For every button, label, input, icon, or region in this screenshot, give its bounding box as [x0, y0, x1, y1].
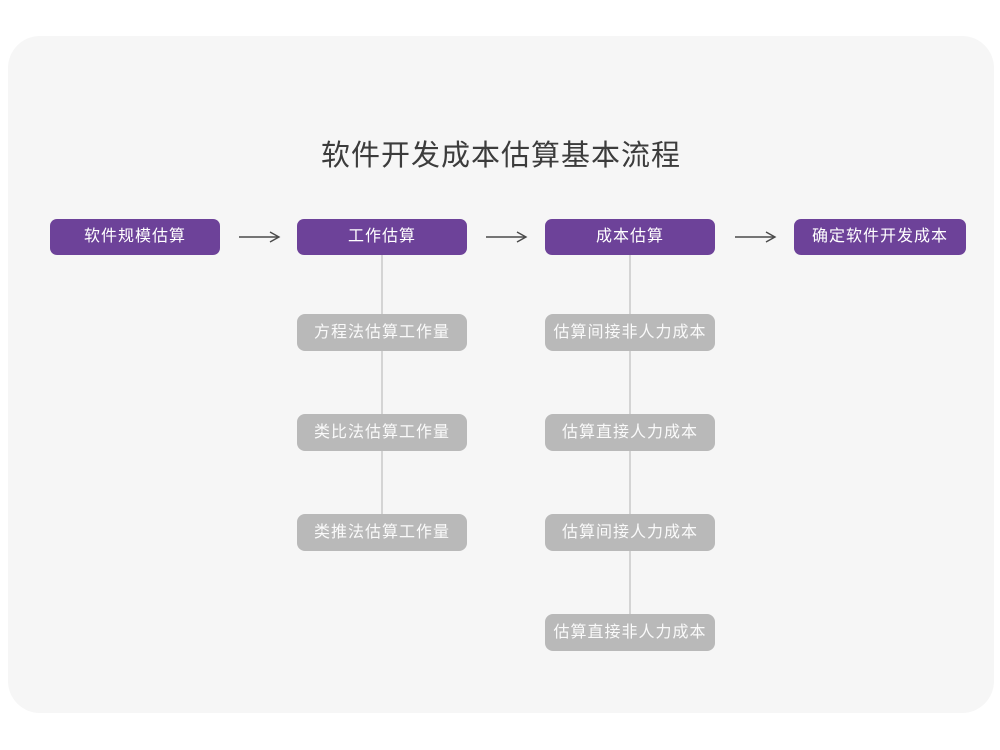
sub-node-indirect-non-labor-cost[interactable]: 估算间接非人力成本 [545, 314, 715, 351]
flowchart-card: 软件开发成本估算基本流程 软件规模估算 工作估算 成本估算 确定软件开发成本 方… [8, 36, 994, 713]
page-title: 软件开发成本估算基本流程 [320, 140, 681, 172]
sub-node-analogy-method[interactable]: 类比法估算工作量 [297, 414, 467, 451]
sub-node-direct-non-labor-cost[interactable]: 估算直接非人力成本 [545, 614, 715, 651]
flow-node-cost-estimation[interactable]: 成本估算 [545, 219, 715, 255]
flow-node-software-scale-estimation[interactable]: 软件规模估算 [50, 219, 220, 255]
flow-node-determine-software-dev-cost[interactable]: 确定软件开发成本 [794, 219, 966, 255]
sub-node-equation-method[interactable]: 方程法估算工作量 [297, 314, 467, 351]
flow-node-work-estimation[interactable]: 工作估算 [297, 219, 467, 255]
flow-arrow-icon [486, 231, 528, 243]
connector-line-work-estimation [381, 255, 383, 516]
sub-node-extrapolation-method[interactable]: 类推法估算工作量 [297, 514, 467, 551]
sub-node-direct-labor-cost[interactable]: 估算直接人力成本 [545, 414, 715, 451]
sub-node-indirect-labor-cost[interactable]: 估算间接人力成本 [545, 514, 715, 551]
flow-arrow-icon [735, 231, 777, 243]
flow-arrow-icon [239, 231, 281, 243]
